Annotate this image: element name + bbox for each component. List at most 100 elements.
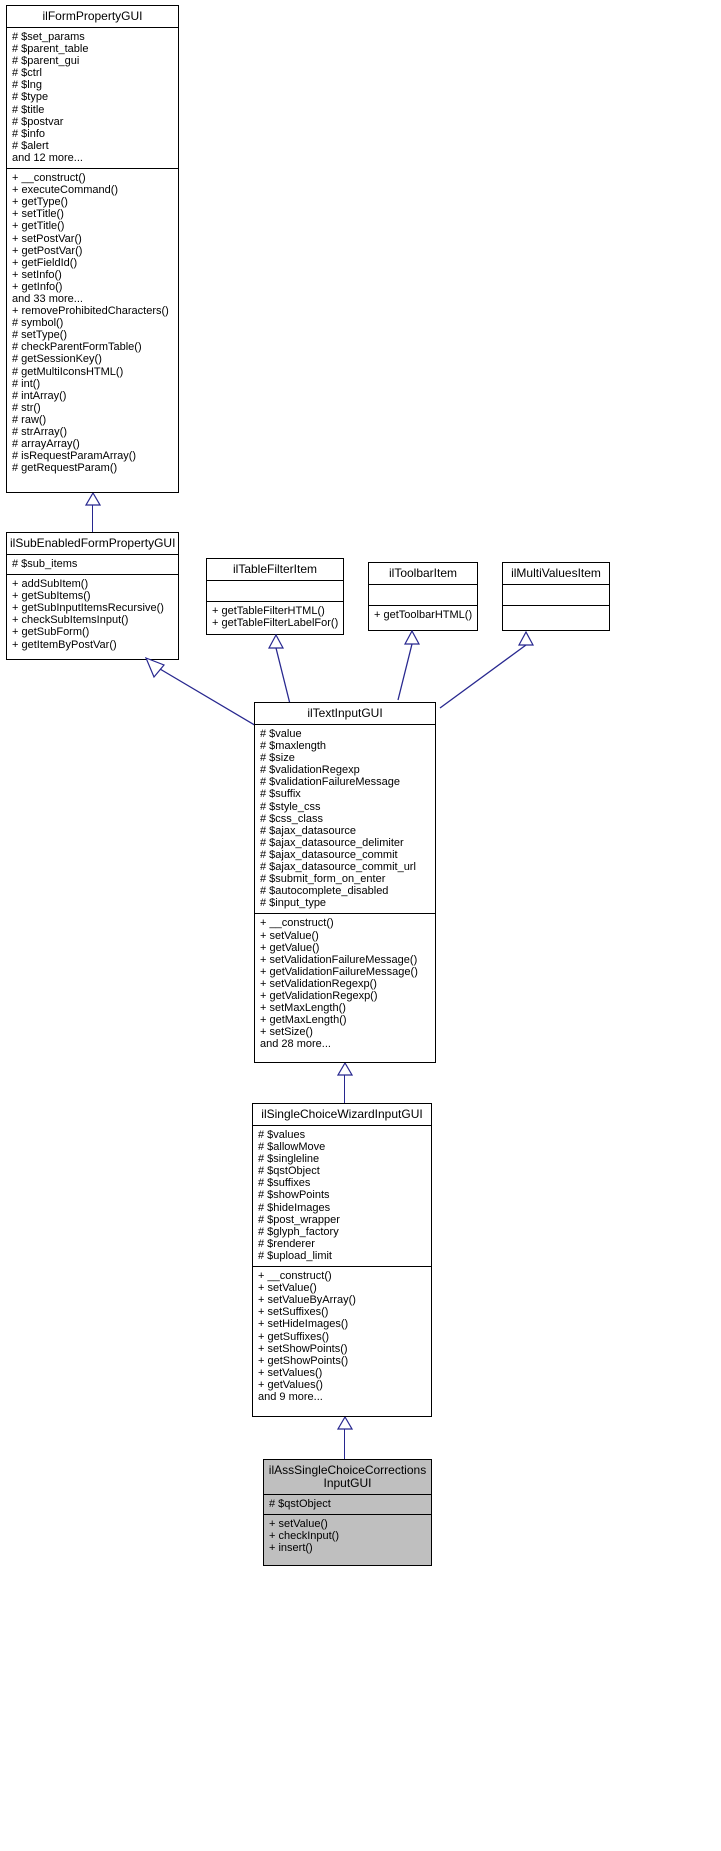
class-box-iltoolbaritem[interactable]: ilToolbarItem + getToolbarHTML()	[368, 562, 478, 631]
class-member: + getType()	[12, 196, 68, 209]
class-member: # $values	[258, 1129, 306, 1141]
class-member: # $post_wrapper	[258, 1213, 340, 1226]
class-member: # $postvar	[12, 115, 64, 128]
class-member: + __construct()	[258, 1270, 332, 1283]
class-box-iltablefilteritem[interactable]: ilTableFilterItem + getTableFilterHTML()…	[206, 558, 344, 635]
class-member: + setShowPoints()	[258, 1342, 348, 1355]
class-member: # $parent_gui	[12, 55, 80, 68]
class-member: # $qstObject	[269, 1498, 331, 1510]
class-member: # $autocomplete_disabled	[260, 885, 389, 898]
class-member: + getTitle()	[12, 220, 65, 233]
class-title-iltablefilteritem: ilTableFilterItem	[207, 559, 343, 581]
class-member: + setValues()	[258, 1366, 323, 1379]
class-member: # $glyph_factory	[258, 1225, 339, 1238]
class-box-ilsinglechoicewizardinputgui[interactable]: ilSingleChoiceWizardInputGUI # $values# …	[252, 1103, 432, 1417]
class-member: + getValue()	[260, 941, 320, 954]
class-member: # $lng	[12, 79, 42, 92]
class-member: and 33 more...	[12, 292, 83, 305]
class-member: + getItemByPostVar()	[12, 638, 117, 651]
class-methods-ilsubenabledformpropertygui: + addSubItem()+ getSubItems()+ getSubInp…	[7, 575, 178, 655]
class-member: # isRequestParamArray()	[12, 450, 137, 463]
class-member: # $parent_table	[12, 43, 89, 56]
inheritance-edge-from-subenabled	[140, 655, 270, 775]
class-title-ilasssinglechoicecorrectionsinputgui: ilAssSingleChoiceCorrections InputGUI	[264, 1460, 431, 1495]
class-member: + getTableFilterHTML()	[212, 605, 325, 617]
class-member: # $upload_limit	[258, 1249, 332, 1262]
class-methods-iltextinputgui: + __construct()+ setValue()+ getValue()+…	[255, 914, 435, 1054]
class-member: + checkSubItemsInput()	[12, 614, 129, 627]
class-member: # $title	[12, 103, 45, 116]
method-list: + setValue()+ checkInput()+ insert()	[269, 1518, 426, 1554]
class-member: # setType()	[12, 329, 68, 342]
class-member: + getValidationRegexp()	[260, 989, 378, 1002]
class-member: + setHideImages()	[258, 1318, 349, 1331]
class-member: # $submit_form_on_enter	[260, 873, 386, 886]
class-attributes-ilasssinglechoicecorrectionsinputgui: # $qstObject	[264, 1495, 431, 1516]
class-member: + getPostVar()	[12, 244, 83, 257]
class-member: # $info	[12, 127, 46, 140]
attribute-list: # $value# $maxlength# $size# $validation…	[260, 728, 430, 909]
class-member: # getSessionKey()	[12, 353, 102, 366]
class-member: + getToolbarHTML()	[374, 609, 473, 621]
class-box-ilmultivaluesitem[interactable]: ilMultiValuesItem	[502, 562, 610, 631]
method-list: + __construct()+ executeCommand()+ getTy…	[12, 172, 173, 474]
class-member: # $type	[12, 91, 49, 104]
class-title-iltextinputgui: ilTextInputGUI	[255, 703, 435, 725]
class-box-ilasssinglechoicecorrectionsinputgui[interactable]: ilAssSingleChoiceCorrections InputGUI # …	[263, 1459, 432, 1566]
class-member: # $sub_items	[12, 558, 78, 570]
class-methods-iltoolbaritem: + getToolbarHTML()	[369, 606, 477, 625]
class-member: # $style_css	[260, 800, 321, 813]
class-member: and 9 more...	[258, 1390, 323, 1403]
class-attributes-iltablefilteritem	[207, 581, 343, 602]
class-box-ilsubenabledformpropertygui[interactable]: ilSubEnabledFormPropertyGUI # $sub_items…	[6, 532, 179, 660]
class-member: # checkParentFormTable()	[12, 341, 142, 354]
class-methods-ilsinglechoicewizardinputgui: + __construct()+ setValue()+ setValueByA…	[253, 1267, 431, 1407]
class-member: # $ajax_datasource_delimiter	[260, 836, 404, 849]
class-member: + setValidationFailureMessage()	[260, 953, 418, 966]
class-member: + getValues()	[258, 1378, 323, 1391]
class-member: and 12 more...	[12, 151, 83, 164]
class-member: + executeCommand()	[12, 184, 119, 197]
class-member: # $set_params	[12, 31, 85, 43]
inheritance-edge-from-tablefilteritem	[262, 633, 322, 714]
class-member: + getInfo()	[12, 280, 63, 293]
class-box-ilformpropertygui[interactable]: ilFormPropertyGUI # $set_params# $parent…	[6, 5, 179, 493]
class-member: # $validationFailureMessage	[260, 776, 401, 789]
attribute-list: # $sub_items	[12, 558, 173, 570]
class-title-ilformpropertygui: ilFormPropertyGUI	[7, 6, 178, 28]
inheritance-edge-singlechoicewizard	[344, 1075, 345, 1103]
class-member: + setValue()	[260, 929, 319, 942]
class-member: # $input_type	[260, 897, 327, 910]
class-member: + getSubInputItemsRecursive()	[12, 602, 164, 615]
class-member: + getFieldId()	[12, 256, 78, 269]
class-title-ilsubenabledformpropertygui: ilSubEnabledFormPropertyGUI	[7, 533, 178, 555]
inheritance-arrow-asscorrections	[337, 1417, 353, 1430]
class-box-iltextinputgui[interactable]: ilTextInputGUI # $value# $maxlength# $si…	[254, 702, 436, 1063]
class-member: # getRequestParam()	[12, 462, 118, 475]
class-attributes-ilmultivaluesitem	[503, 585, 609, 606]
class-member: # $alert	[12, 139, 49, 152]
class-methods-ilmultivaluesitem	[503, 606, 609, 626]
class-attributes-ilformpropertygui: # $set_params# $parent_table# $parent_gu…	[7, 28, 178, 170]
class-member: + setSize()	[260, 1026, 313, 1039]
class-member: # $hideImages	[258, 1201, 331, 1214]
attribute-list: # $values# $allowMove# $singleline# $qst…	[258, 1129, 426, 1262]
class-member: + insert()	[269, 1542, 313, 1555]
class-member: # $allowMove	[258, 1141, 326, 1154]
method-list: + __construct()+ setValue()+ setValueByA…	[258, 1270, 426, 1403]
class-member: + setValue()	[258, 1282, 317, 1295]
class-member: + __construct()	[12, 172, 86, 185]
class-member: + setInfo()	[12, 268, 62, 281]
class-member: + getMaxLength()	[260, 1014, 347, 1027]
class-member: + getSuffixes()	[258, 1330, 330, 1343]
inheritance-edge-from-toolbaritem	[386, 629, 446, 710]
class-title-iltoolbaritem: ilToolbarItem	[369, 563, 477, 585]
class-member: # $renderer	[258, 1237, 315, 1250]
method-list: + getTableFilterHTML()+ getTableFilterLa…	[212, 605, 338, 629]
class-member: + __construct()	[260, 917, 334, 930]
class-member: + removeProhibitedCharacters()	[12, 305, 169, 318]
class-member: # $maxlength	[260, 740, 327, 753]
class-member: # $ajax_datasource_commit_url	[260, 861, 416, 874]
class-attributes-ilsinglechoicewizardinputgui: # $values# $allowMove# $singleline# $qst…	[253, 1126, 431, 1268]
class-member: # getMultiIconsHTML()	[12, 365, 124, 378]
